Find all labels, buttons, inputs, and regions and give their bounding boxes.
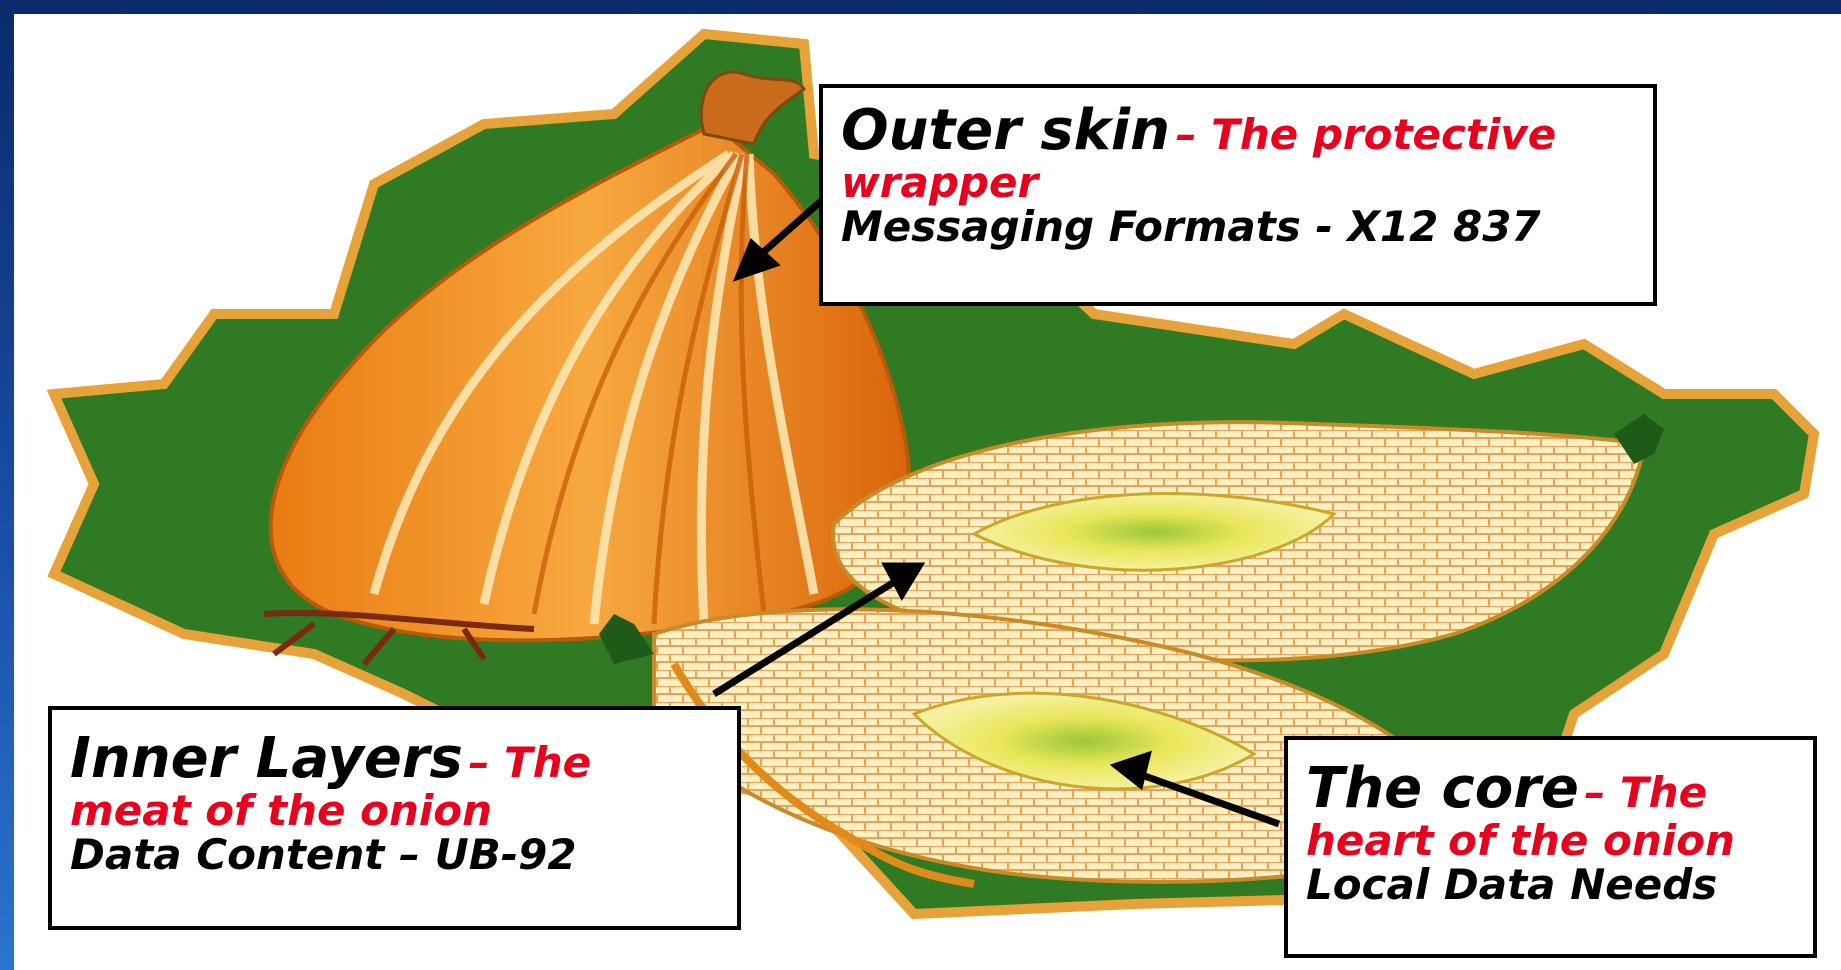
callout-outer-skin: Outer skin – The protective wrapper Mess… bbox=[819, 84, 1657, 306]
callout-core-title: The core bbox=[1306, 756, 1579, 821]
callout-inner-title: Inner Layers bbox=[70, 726, 463, 791]
callout-inner-layers: Inner Layers – The meat of the onion Dat… bbox=[48, 706, 741, 930]
slide-canvas: Outer skin – The protective wrapper Mess… bbox=[14, 14, 1841, 970]
callout-core-detail: Local Data Needs bbox=[1306, 863, 1795, 907]
callout-outer-title: Outer skin bbox=[841, 98, 1170, 163]
callout-inner-detail: Data Content – UB-92 bbox=[70, 833, 719, 877]
callout-outer-detail: Messaging Formats - X12 837 bbox=[841, 205, 1635, 249]
callout-core: The core – The heart of the onion Local … bbox=[1284, 736, 1817, 958]
